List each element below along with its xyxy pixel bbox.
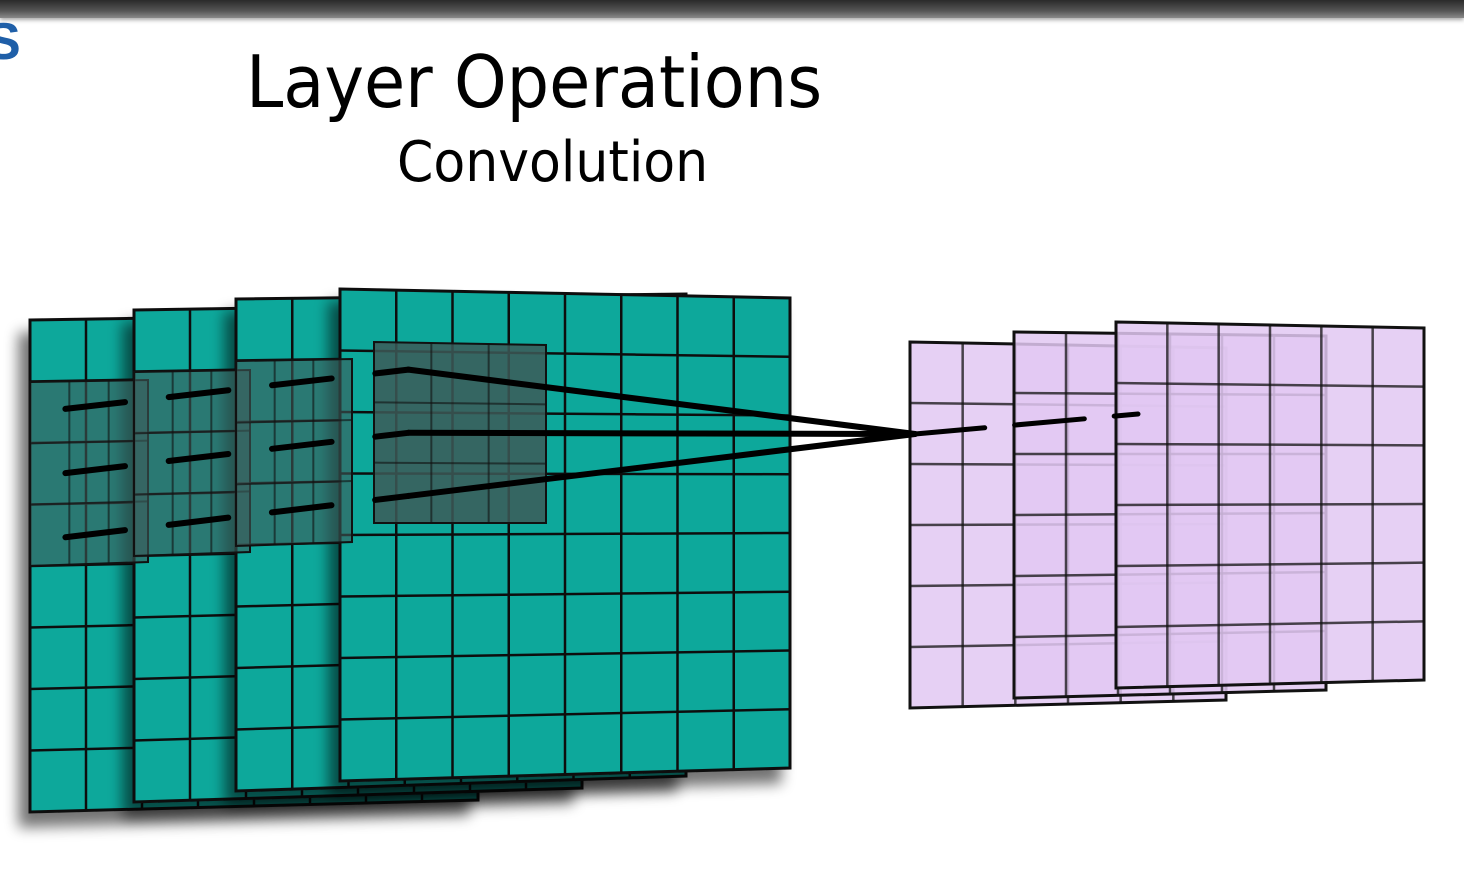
output-depth-line [912,411,1141,437]
grid-line [29,439,149,445]
grid-line [235,419,353,424]
logo-fragment: S [0,13,21,71]
receptive-field-3 [235,357,353,548]
top-bar [0,0,1464,18]
grid-line [133,429,251,435]
grid-line [29,500,149,506]
grid-line [339,590,791,598]
receptive-field-2 [133,368,251,558]
kernel-row-line-1 [62,366,412,412]
grid-line [1115,620,1425,629]
grid-line [339,531,791,537]
grid-line [1115,502,1425,507]
kernel-row-line-3 [62,492,412,541]
kernel-connections [62,366,1141,541]
grid-line [133,490,251,496]
grid-line [373,461,547,465]
connection-line-3 [405,431,918,499]
grid-line [373,401,547,406]
slide-subtitle: Convolution [397,130,709,195]
grid-line [339,649,791,660]
connection-line-1 [405,366,918,437]
grid-line [339,708,791,721]
slide-title: Layer Operations [246,40,823,124]
kernel-row-line-2 [62,429,412,477]
output-feature-maps [908,320,1426,710]
output-map-3 [1114,320,1426,690]
connection-line-2 [405,429,918,437]
grid-line [235,480,353,486]
